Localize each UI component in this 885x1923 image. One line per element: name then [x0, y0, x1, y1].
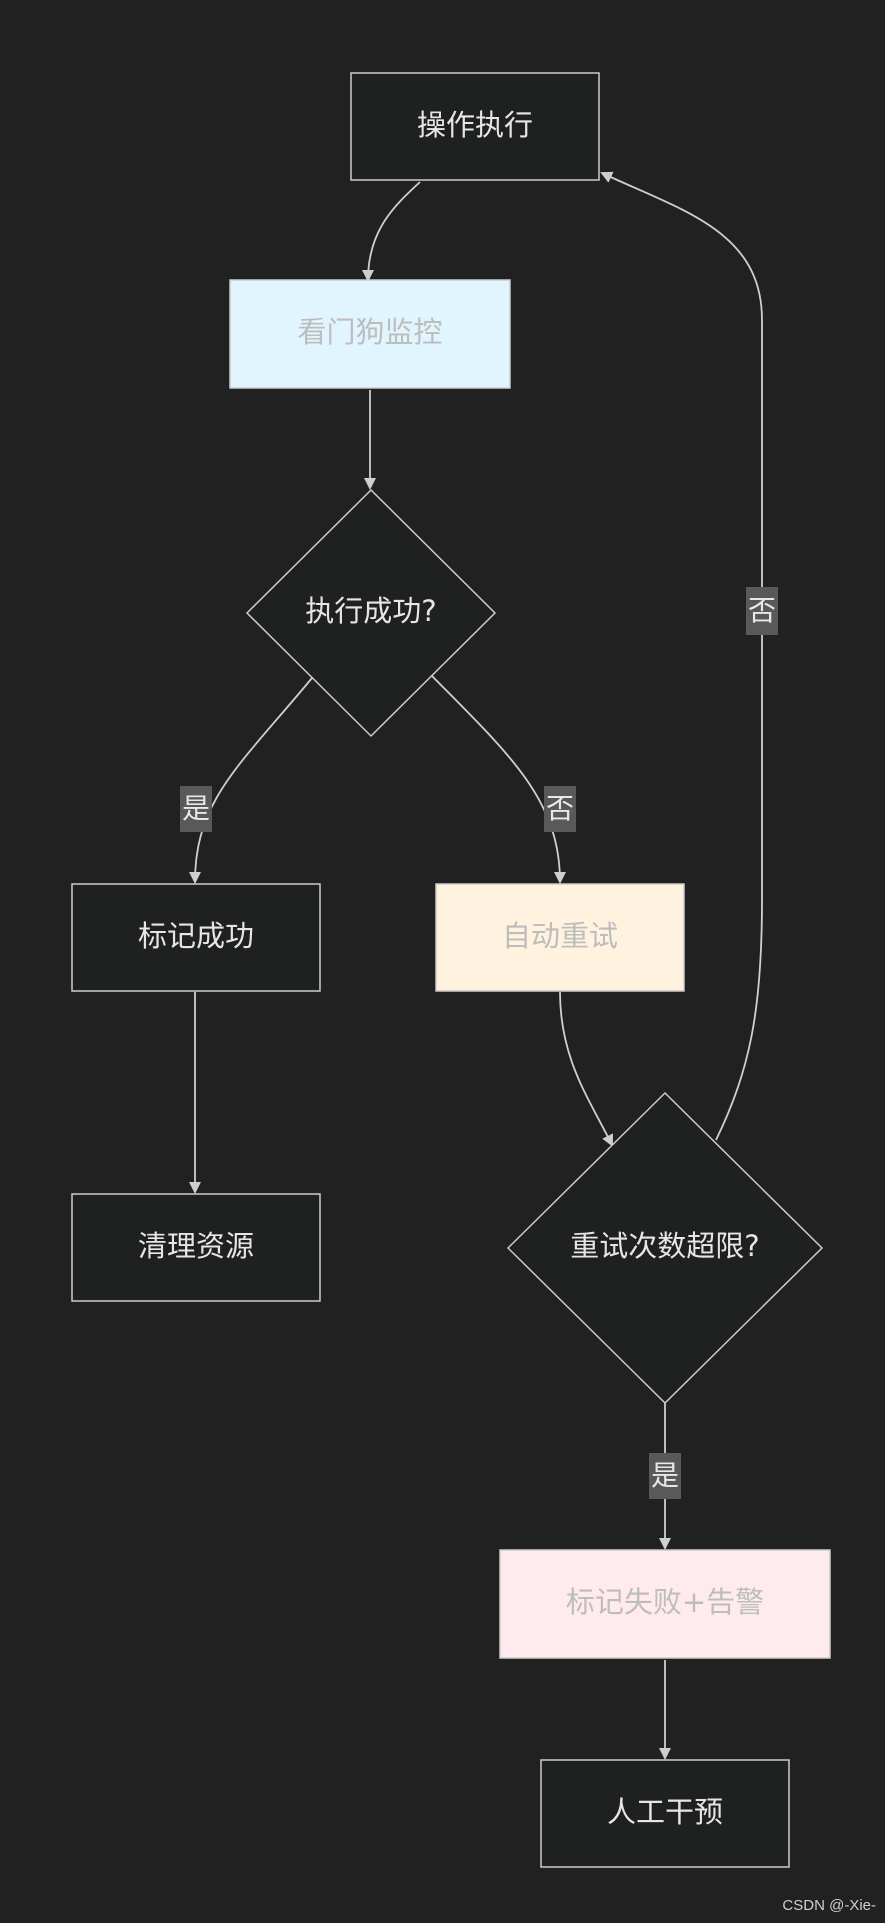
- node-watchdog: 看门狗监控: [229, 279, 511, 389]
- edge-label-limit-no: 否: [746, 587, 778, 635]
- node-mark-success-label: 标记成功: [138, 919, 254, 953]
- node-mark-success: 标记成功: [71, 883, 321, 992]
- edge-exec-to-watchdog: [362, 181, 421, 282]
- node-op-exec: 操作执行: [350, 72, 600, 181]
- watermark: CSDN @-Xie-: [782, 1897, 876, 1914]
- node-mark-fail-label: 标记失败+告警: [566, 1585, 764, 1619]
- node-mark-fail: 标记失败+告警: [499, 1549, 831, 1659]
- node-auto-retry: 自动重试: [435, 883, 685, 992]
- edge-label-limit-yes: 是: [649, 1453, 681, 1499]
- edge-check-no-to-retry: [431, 675, 566, 884]
- edge-label-success-no: 否: [544, 786, 576, 832]
- node-auto-retry-label: 自动重试: [502, 919, 618, 953]
- edge-label-success-yes-text: 是: [182, 792, 210, 825]
- edge-label-limit-no-text: 否: [748, 594, 776, 627]
- node-success-check: 执行成功?: [245, 488, 497, 738]
- edge-limit-no-to-exec: [600, 171, 763, 1141]
- edge-label-success-yes: 是: [180, 786, 212, 832]
- node-retry-limit-label: 重试次数超限?: [570, 1229, 759, 1263]
- edge-check-yes-to-mark-success: [189, 677, 313, 884]
- edge-label-success-no-text: 否: [546, 792, 574, 825]
- edge-retry-to-limit: [559, 991, 613, 1147]
- edge-label-limit-yes-text: 是: [651, 1459, 679, 1492]
- node-cleanup: 清理资源: [71, 1193, 321, 1302]
- node-retry-limit: 重试次数超限?: [506, 1091, 824, 1405]
- node-manual: 人工干预: [540, 1759, 790, 1868]
- node-op-exec-label: 操作执行: [417, 108, 533, 142]
- node-manual-label: 人工干预: [607, 1795, 723, 1829]
- node-success-check-label: 执行成功?: [305, 594, 436, 628]
- node-watchdog-label: 看门狗监控: [297, 315, 442, 349]
- node-cleanup-label: 清理资源: [138, 1229, 254, 1263]
